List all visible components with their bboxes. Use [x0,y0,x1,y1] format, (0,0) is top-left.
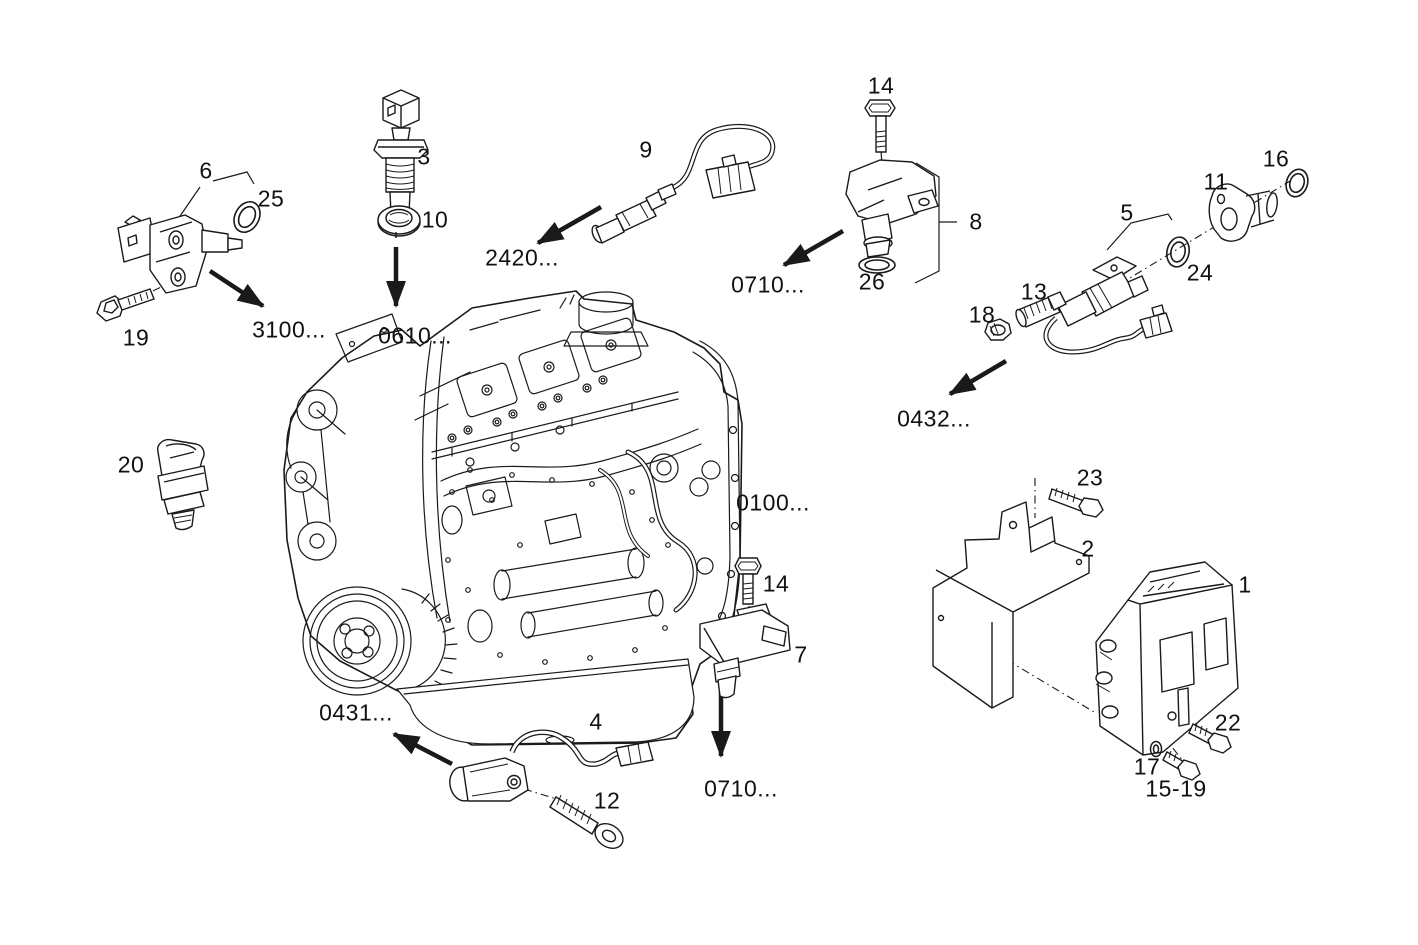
bolt-14-bottom [734,557,762,605]
callout-code-3100: 3100... [252,316,326,343]
bolt-19 [96,288,155,322]
callout-part-20: 20 [117,451,145,478]
part-1-control-unit [1095,561,1239,756]
arrow-to-3100-icon [208,269,265,308]
ring-nut-10 [377,205,421,238]
o-ring-25 [233,200,261,234]
bolt-22 [1188,722,1232,754]
callout-part-25: 25 [257,185,285,212]
arrow-to-0431-icon [392,732,454,766]
callout-part-14-top: 14 [867,72,895,99]
callout-part-2: 2 [1081,535,1095,562]
axis-2-1 [946,623,1095,713]
callout-part-13: 13 [1020,278,1048,305]
callout-part-16: 16 [1262,145,1290,172]
callout-part-7: 7 [794,641,808,668]
part-8-sensor [845,159,939,258]
callout-part-4: 4 [589,708,603,735]
part-7-map-sensor [699,603,791,699]
axis-4-12 [523,788,561,801]
leader-part-6 [177,186,201,220]
o-ring-16 [1285,168,1309,198]
callout-code-2420: 2420... [485,244,559,271]
direction-arrows [208,205,1008,766]
arrow-to-2420-icon [536,205,603,245]
axis-5-24-11-16 [1104,180,1291,294]
callout-part-15-19: 15-19 [1145,775,1207,802]
callout-part-1: 1 [1238,571,1252,598]
arrow-to-0710-top-icon [782,229,845,267]
callout-part-11: 11 [1203,168,1229,195]
callout-code-0610: 0610... [378,322,452,349]
callout-code-0710-bottom: 0710... [704,775,778,802]
callout-code-0710-top: 0710... [731,271,805,298]
callout-code-0431: 0431... [319,699,393,726]
part-2-bracket [932,501,1090,709]
leader-lines [177,151,1173,624]
part-11-sensor [1208,183,1278,242]
arrow-to-0432-icon [948,359,1008,396]
callout-part-3: 3 [417,143,431,170]
callout-code-0100: 0100... [736,489,810,516]
callout-part-8: 8 [969,208,983,235]
callout-part-18: 18 [968,301,996,328]
bolt-12 [549,794,624,850]
part-20-switch [157,438,209,531]
callout-part-22: 22 [1214,709,1242,736]
engine-block-illustration [283,290,743,746]
callout-part-23: 23 [1076,464,1104,491]
callout-part-17: 17 [1133,753,1161,780]
part-5-sensor-assembly [1043,256,1173,355]
callout-part-12: 12 [593,787,621,814]
nut-18 [984,318,1012,341]
callout-part-26: 26 [858,268,886,295]
washer-17 [1149,740,1163,758]
o-ring-24 [1165,236,1191,268]
o-ring-26 [858,256,896,274]
callout-part-19: 19 [122,324,150,351]
callout-code-0432: 0432... [897,405,971,432]
callout-part-6: 6 [199,157,213,184]
fitting-13 [1015,291,1067,328]
bracket-part-6 [212,171,255,185]
callout-part-24: 24 [1186,259,1214,286]
part-9-lambda-sensor [591,124,776,244]
bracket-part-8 [914,162,957,284]
bolt-15-19 [1162,750,1201,781]
callout-part-14-bottom: 14 [762,570,790,597]
part-6-sensor [117,214,243,294]
bolt-23 [1048,487,1104,518]
callout-part-10: 10 [421,206,449,233]
part-4-crank-sensor [449,729,654,802]
callout-part-5: 5 [1120,199,1134,226]
bracket-part-5 [1106,213,1173,251]
bolt-14-top [864,99,896,153]
callout-part-9: 9 [639,136,653,163]
